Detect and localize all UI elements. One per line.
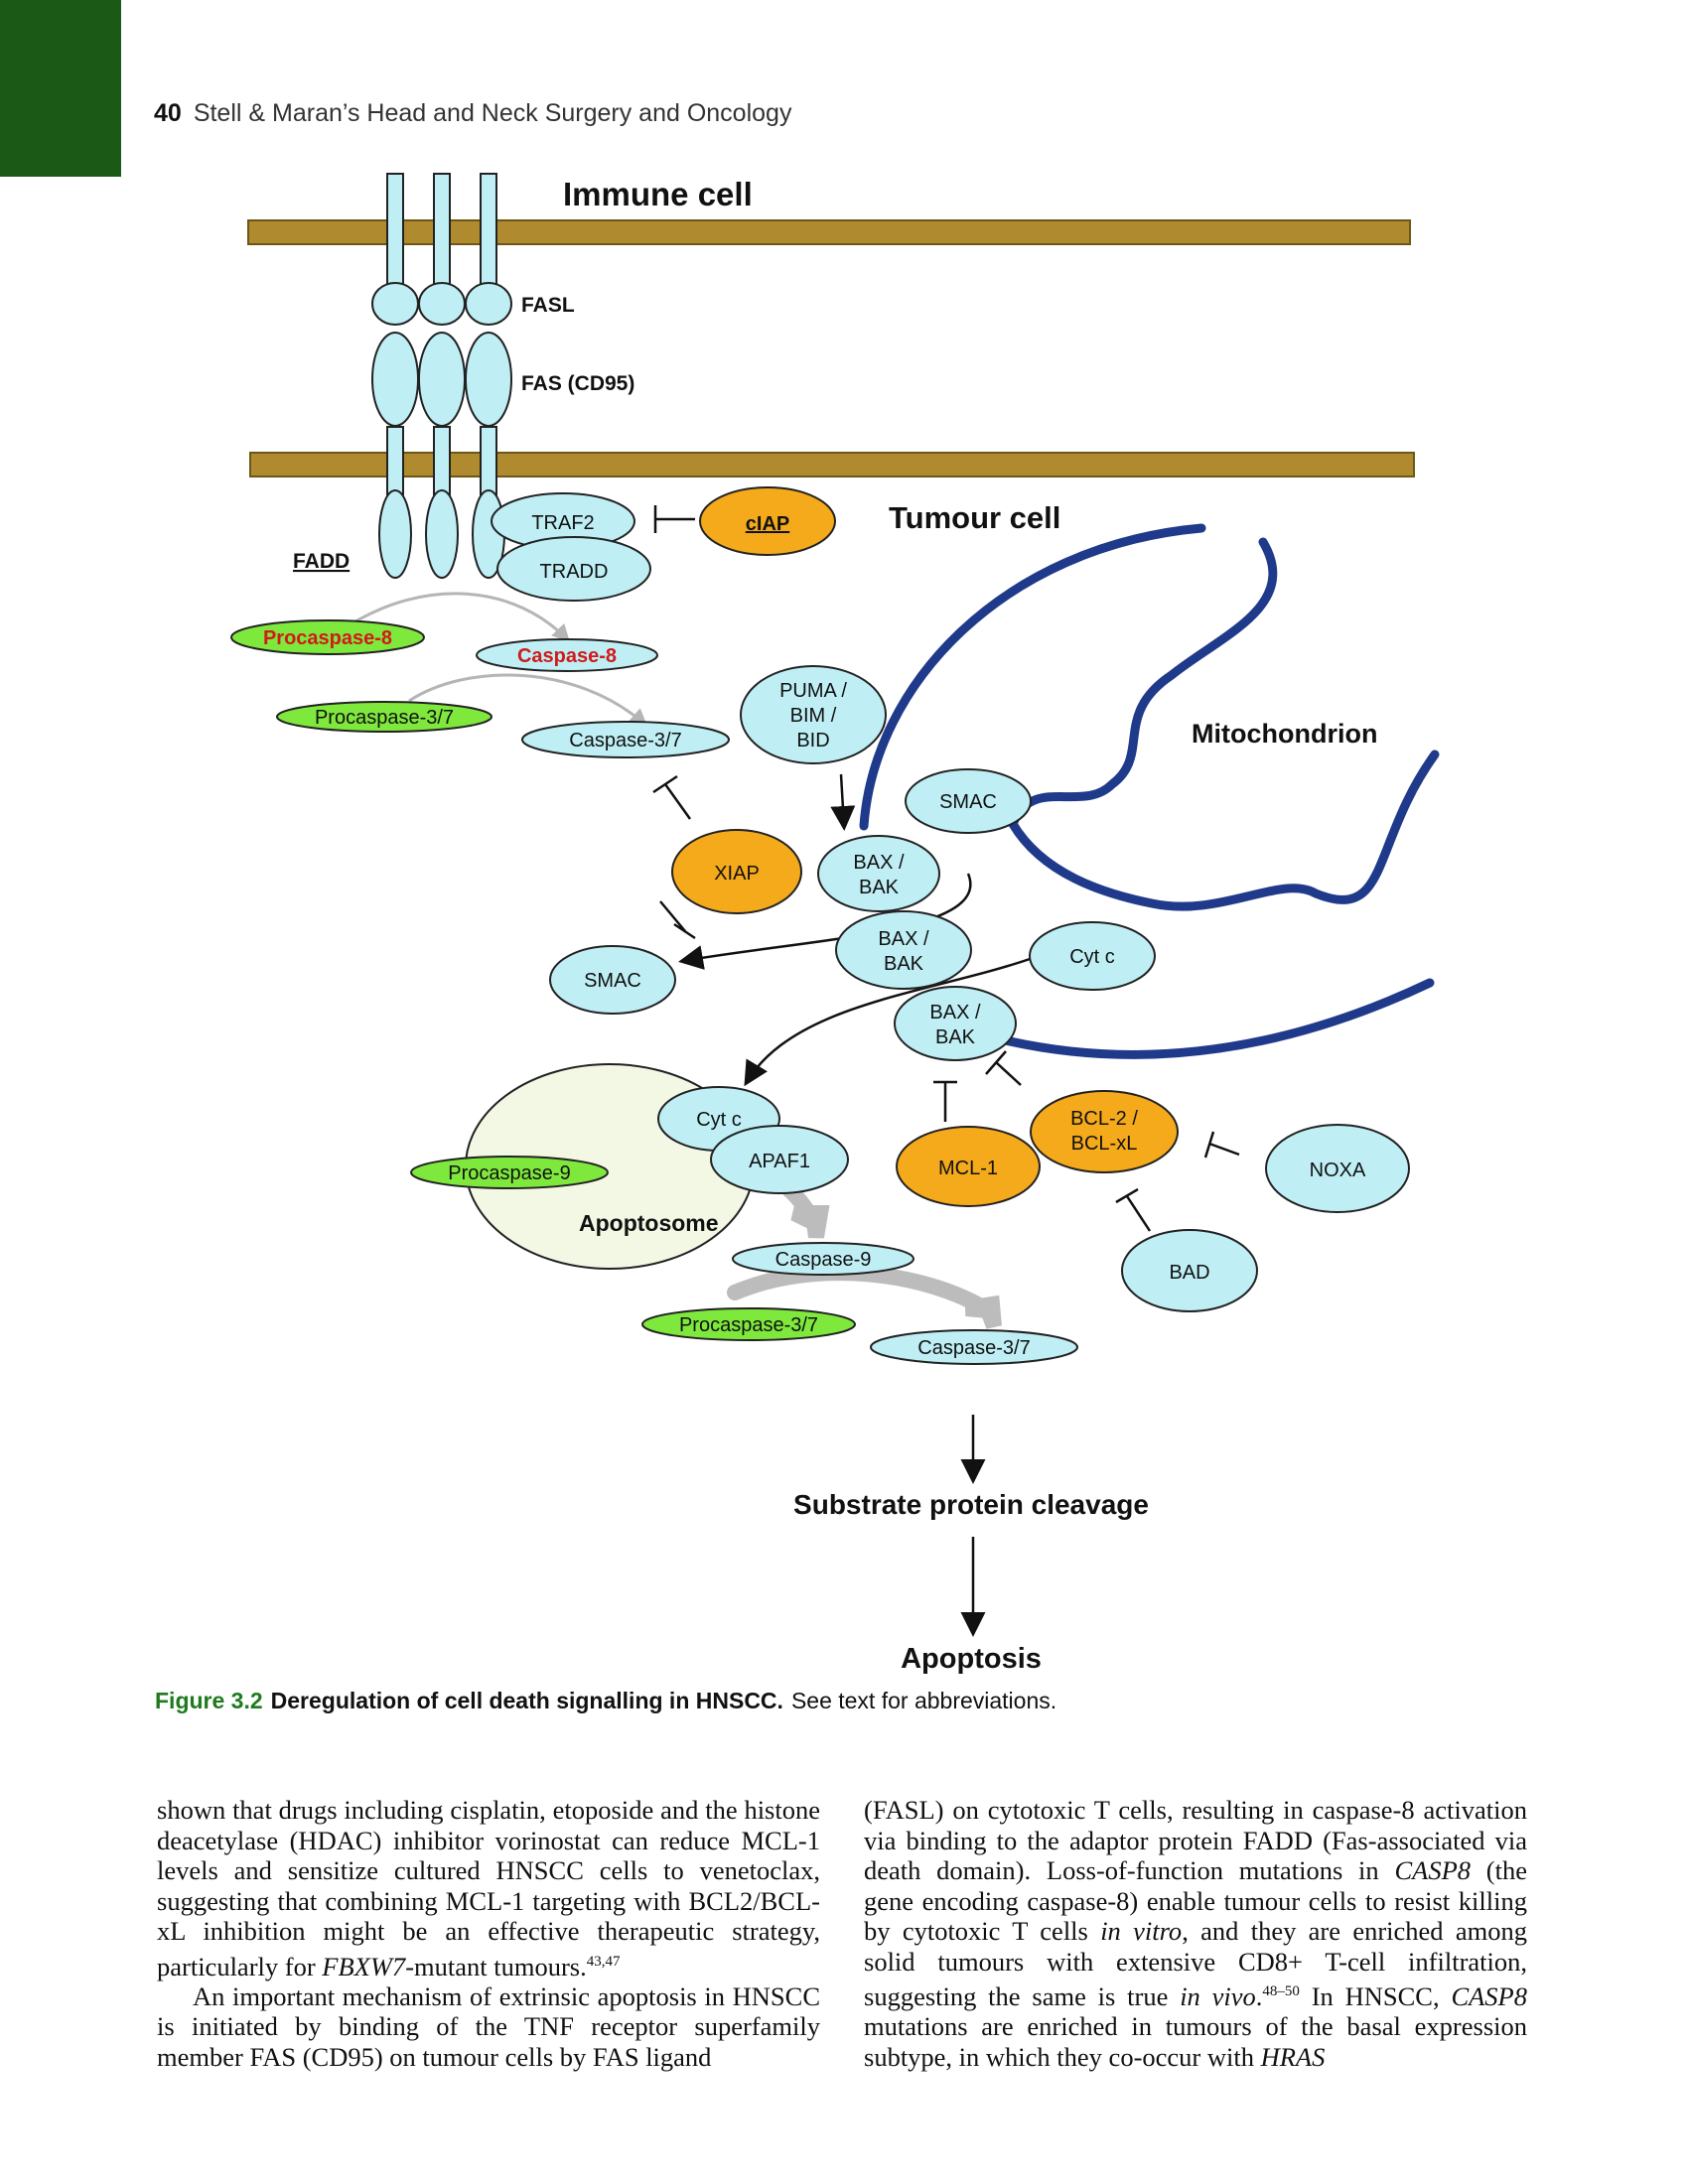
gene-name: FBXW7 — [322, 1951, 406, 1981]
text-run: . — [1255, 1980, 1263, 2011]
figure-note: See text for abbreviations. — [790, 1688, 1057, 1713]
figure-caption: Figure 3.2 Deregulation of cell death sig… — [155, 1688, 1545, 1714]
smac-right-label: SMAC — [939, 791, 997, 813]
caspase-3-7-bottom-node — [870, 1329, 1078, 1365]
fas-receptor-complex — [371, 173, 512, 579]
smac-right-node — [905, 768, 1032, 834]
text-run: mutations are enriched in tumours of the… — [864, 2011, 1527, 2072]
procaspase-3-7-bottom-label: Procaspase-3/7 — [679, 1314, 818, 1336]
bcl-2-bcl-xl-node — [1030, 1090, 1179, 1173]
mitochondrion-membrane — [859, 523, 1440, 1059]
fasl-label: FASL — [521, 294, 575, 317]
text-run: , and they are enriched among solid tumo… — [864, 1916, 1527, 2011]
tradd-node — [496, 536, 651, 602]
italic-term: in vivo — [1180, 1980, 1256, 2011]
caspase-9-node — [732, 1242, 914, 1276]
text-run: (the gene encoding caspase-8) enable tum… — [864, 1855, 1527, 1946]
immune-cell-label: Immune cell — [563, 176, 753, 212]
smac-left-label: SMAC — [584, 970, 641, 992]
bax-bak-1-line1: BAX / — [853, 852, 905, 874]
puma-label-line3: BID — [796, 730, 829, 751]
paragraph: An important mechanism of extrinsic apop… — [157, 1980, 820, 2072]
bax-bak-1-line2: BAK — [859, 877, 900, 898]
bax-bak-2-line2: BAK — [884, 953, 924, 975]
xiap-node — [671, 829, 802, 914]
procaspase-3-7-bottom-node — [641, 1307, 856, 1341]
procaspase-9-label: Procaspase-9 — [448, 1162, 570, 1184]
apoptosome-label: Apoptosome — [579, 1210, 719, 1236]
apoptosis-pathway-diagram: Immune cell FASL FAS (CD95) Tumour cell … — [230, 173, 1440, 1675]
caspase-8-node — [476, 638, 658, 672]
bax-bak-node-3 — [894, 986, 1017, 1061]
chapter-color-tab — [0, 0, 121, 177]
paragraph: shown that drugs including cisplatin, et… — [157, 1795, 820, 1981]
gene-name: CASP8 — [1394, 1855, 1472, 1885]
substrate-label: Substrate protein cleavage — [793, 1489, 1149, 1520]
fadd-label: FADD — [293, 550, 350, 573]
bax-bak-node-1 — [817, 835, 940, 912]
noxa-node — [1265, 1124, 1410, 1213]
activation-arrows-gray — [345, 592, 648, 727]
figure-title: Deregulation of cell death signalling in… — [270, 1688, 783, 1713]
cyt-c-right-node — [1029, 921, 1156, 991]
reference-superscript: 48–50 — [1262, 1983, 1300, 1999]
puma-label-line1: PUMA / — [779, 680, 847, 702]
immune-cell-membrane — [247, 219, 1411, 245]
text-run: shown that drugs including cisplatin, et… — [157, 1795, 820, 1981]
procaspase-3-7-top-label: Procaspase-3/7 — [315, 707, 454, 729]
tradd-label: TRADD — [540, 561, 609, 583]
mcl-1-label: MCL-1 — [938, 1158, 998, 1179]
italic-term: in vitro — [1100, 1916, 1183, 1946]
fas-label: FAS (CD95) — [521, 372, 634, 395]
ciap-node — [699, 486, 836, 556]
procaspase-8-node — [230, 619, 425, 655]
caspase-9-label: Caspase-9 — [775, 1249, 872, 1271]
procaspase-3-7-top-node — [276, 701, 492, 733]
traf2-label: TRAF2 — [531, 512, 594, 534]
puma-bim-bid-node — [740, 665, 887, 764]
running-header: 40 Stell & Maran’s Head and Neck Surgery … — [154, 99, 791, 128]
gene-name: HRAS — [1260, 2041, 1326, 2072]
cyt-c-apoptosome-label: Cyt c — [696, 1109, 742, 1131]
figure-label: Figure 3.2 — [155, 1688, 263, 1713]
caspase-3-7-top-label: Caspase-3/7 — [569, 730, 681, 751]
cyt-c-right-label: Cyt c — [1069, 946, 1115, 968]
apaf1-node — [710, 1125, 849, 1194]
mitochondrion-label: Mitochondrion — [1192, 719, 1377, 749]
ciap-label: cIAP — [746, 513, 789, 535]
caspase-3-7-top-node — [521, 721, 730, 758]
body-column-left: shown that drugs including cisplatin, et… — [157, 1795, 820, 2072]
smac-left-node — [549, 945, 676, 1015]
running-title: Stell & Maran’s Head and Neck Surgery an… — [193, 99, 792, 127]
body-column-right: (FASL) on cytotoxic T cells, resulting i… — [864, 1795, 1527, 2072]
procaspase-8-label: Procaspase-8 — [263, 627, 392, 649]
bax-bak-node-2 — [835, 910, 972, 990]
bad-node — [1121, 1229, 1258, 1312]
caspase-8-label: Caspase-8 — [517, 645, 617, 667]
tumour-cell-label: Tumour cell — [889, 500, 1060, 535]
bax-bak-2-line1: BAX / — [878, 928, 929, 950]
bcl-2-label-line2: BCL-xL — [1071, 1133, 1138, 1155]
bcl-2-label-line1: BCL-2 / — [1070, 1108, 1138, 1130]
noxa-label: NOXA — [1310, 1160, 1366, 1181]
apaf1-label: APAF1 — [749, 1151, 810, 1172]
gene-name: CASP8 — [1451, 1980, 1527, 2011]
apoptosis-label: Apoptosis — [901, 1643, 1042, 1675]
text-run: In HNSCC, — [1299, 1980, 1452, 2011]
tumour-cell-membrane — [249, 452, 1415, 478]
xiap-label: XIAP — [714, 863, 760, 885]
reference-superscript: 43,47 — [586, 1953, 621, 1970]
text-run: (FASL) on cytotoxic T cells, resulting i… — [864, 1795, 1527, 1885]
inhibition-connectors — [652, 505, 1240, 1232]
bax-bak-3-line2: BAK — [935, 1026, 976, 1048]
puma-label-line2: BIM / — [790, 705, 837, 727]
bad-label: BAD — [1169, 1262, 1209, 1284]
text-run: -mutant tumours. — [405, 1951, 587, 1981]
paragraph: (FASL) on cytotoxic T cells, resulting i… — [864, 1795, 1527, 2072]
bax-bak-3-line1: BAX / — [929, 1002, 981, 1024]
procaspase-9-node — [410, 1156, 609, 1189]
page-number: 40 — [154, 99, 182, 127]
caspase-3-7-bottom-label: Caspase-3/7 — [917, 1337, 1030, 1359]
mcl-1-node — [896, 1126, 1041, 1207]
